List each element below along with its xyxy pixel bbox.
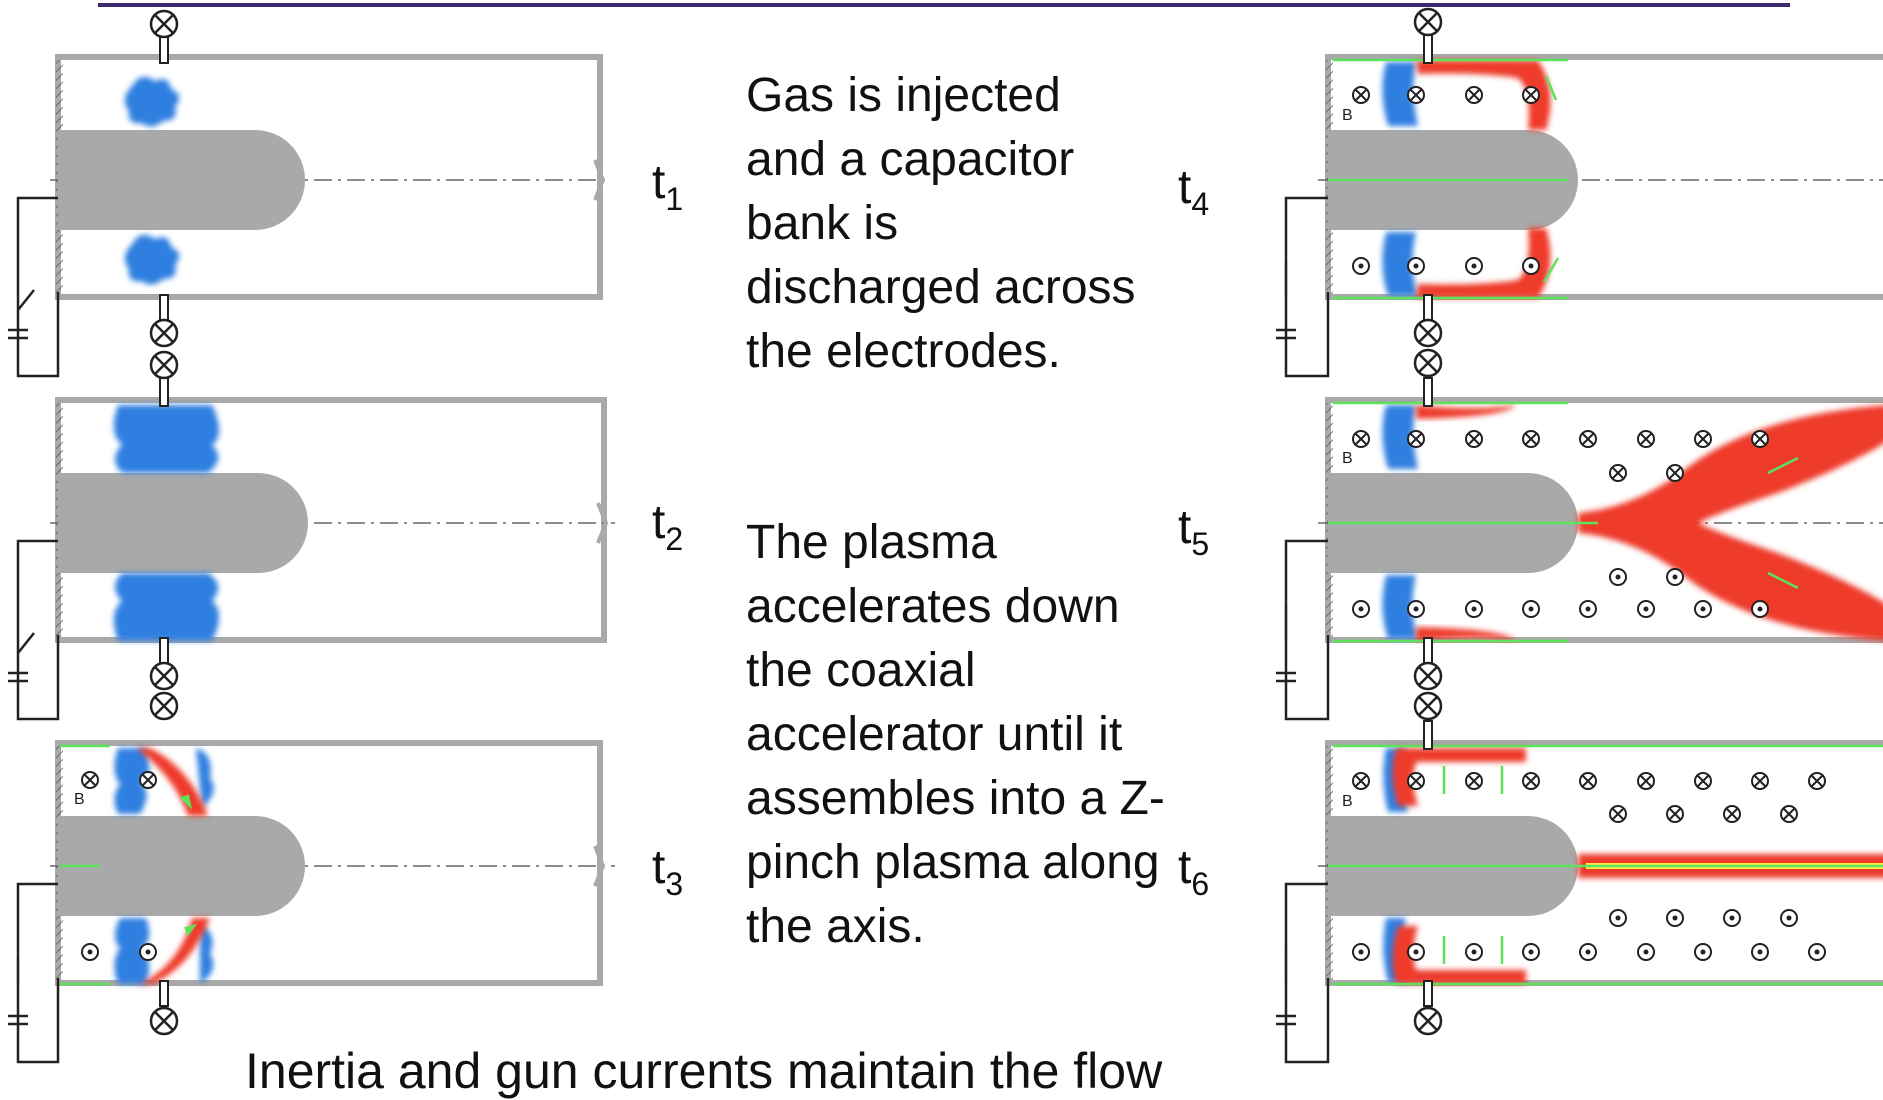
panel-t4: B xyxy=(1276,7,1883,378)
field-label-b: B xyxy=(1342,107,1353,124)
time-label-t5: t5 xyxy=(1178,501,1210,562)
panel-t1 xyxy=(8,9,610,378)
description-injection: Gas is injected and a capacitor bank is … xyxy=(746,69,1136,378)
panel-t6: B xyxy=(1276,691,1883,1064)
neutral-gas-ring xyxy=(113,405,219,641)
time-label-t4: t4 xyxy=(1178,161,1210,222)
time-label-t2: t2 xyxy=(652,496,684,557)
neutral-gas-puff xyxy=(124,76,180,285)
field-label-b: B xyxy=(1342,450,1353,467)
description-acceleration: The plasma accelerates down the coaxial … xyxy=(746,516,1165,953)
field-label-b: B xyxy=(1342,793,1353,810)
zpinch-diagram: B B xyxy=(8,3,1883,1064)
field-label-b: B xyxy=(74,791,85,808)
panel-t3: B xyxy=(8,691,615,1064)
time-label-t1: t1 xyxy=(652,156,684,217)
footer-caption: Inertia and gun currents maintain the fl… xyxy=(245,1043,1163,1099)
panel-t2 xyxy=(8,350,615,721)
time-label-t6: t6 xyxy=(1178,841,1210,902)
panel-t5: B xyxy=(1276,348,1883,721)
time-label-t3: t3 xyxy=(652,841,684,902)
